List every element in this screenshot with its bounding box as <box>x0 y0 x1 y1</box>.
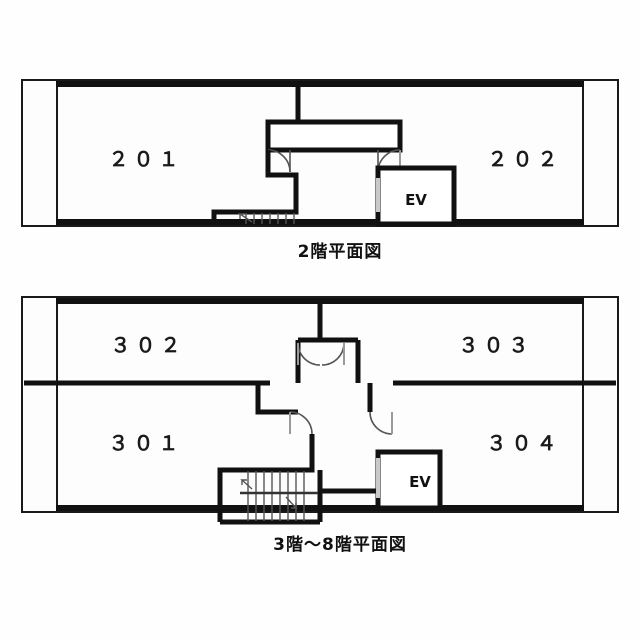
stair-direction-arrow <box>237 213 253 223</box>
stair-direction-arrow-down <box>285 496 298 509</box>
plan-3f-door-304 <box>369 411 393 435</box>
plan-2f: EV ２０１ ２０２ 2階平面図 <box>21 79 619 262</box>
plan-3f-door-304-swing-arc <box>369 411 393 435</box>
stair-direction-arrow-up <box>240 479 253 490</box>
room-label-301: ３０１ <box>109 431 184 455</box>
room-label-304: ３０４ <box>487 431 562 455</box>
plan-3f-elevator-shaft <box>375 449 443 511</box>
plan-3f-door-303 <box>321 342 345 366</box>
plan-2f-elevator-shaft <box>375 165 457 227</box>
plan-3f-elevator: EV <box>375 449 443 511</box>
plan-3f-door-302 <box>297 342 321 366</box>
plan-2f-stair <box>237 213 295 224</box>
plan-2f-core-left-wall <box>211 150 299 224</box>
room-label-303: ３０３ <box>459 333 534 357</box>
plan-2f-outer-boundary <box>21 79 619 227</box>
room-label-202: ２０２ <box>488 147 563 171</box>
plan-3f-caption: 3階～8階平面図 <box>273 535 407 555</box>
plan-2f-caption: 2階平面図 <box>298 242 383 262</box>
plan-2f-elevator-label: EV <box>405 191 427 209</box>
room-label-302: ３０２ <box>111 333 186 357</box>
plan-3f-door-301 <box>289 411 313 435</box>
plan-2f-elevator: EV <box>375 165 457 227</box>
room-label-201: ２０１ <box>109 147 184 171</box>
plan-3f-door-301-swing-arc <box>289 411 313 435</box>
plan-3f-elevator-label: EV <box>409 473 431 491</box>
plan-2f-hall-box <box>265 119 403 153</box>
plan-3f-8f: EV ３０２ ３０３ ３０１ ３０４ 3階～8階平面図 <box>21 296 619 555</box>
plan-2f-floor-fill <box>22 80 618 226</box>
plan-3f-stair <box>240 471 318 521</box>
plan-3f-left-vestibule <box>255 383 298 415</box>
